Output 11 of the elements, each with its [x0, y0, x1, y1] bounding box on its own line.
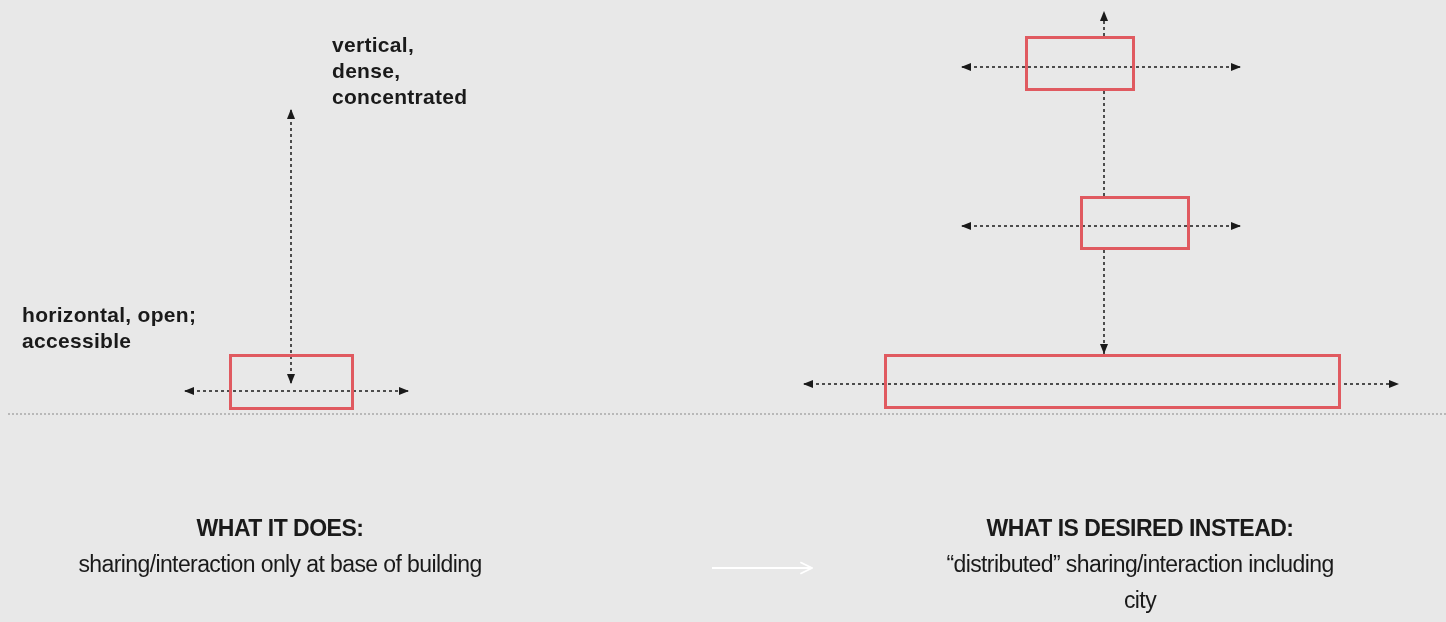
annotation-text: horizontal, open; accessible [22, 302, 198, 354]
annotation-text: vertical, dense, concentrated [332, 32, 469, 110]
outlined-box [884, 354, 1341, 409]
arrow [1100, 249, 1108, 355]
outlined-box [229, 354, 354, 410]
caption-heading: WHAT IT DOES: [195, 514, 365, 542]
caption-heading: WHAT IS DESIRED INSTEAD: [985, 514, 1295, 542]
outlined-box [1080, 196, 1190, 250]
caption-text: “distributed” sharing/interaction including city [945, 550, 1335, 615]
outlined-box [1025, 36, 1135, 91]
caption-text: sharing/interaction only at base of building [77, 550, 483, 579]
